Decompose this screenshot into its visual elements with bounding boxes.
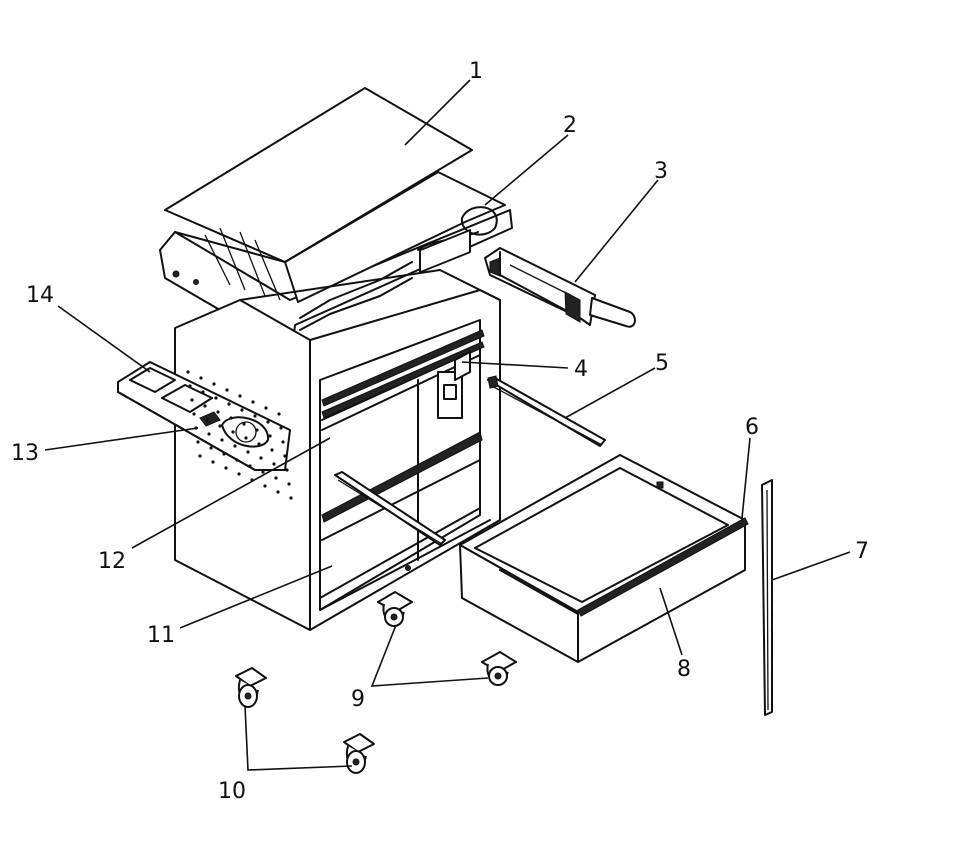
perforation-dot bbox=[203, 404, 207, 408]
perforation-dot bbox=[285, 468, 289, 472]
leader-13 bbox=[44, 427, 199, 451]
callout-5: 5 bbox=[655, 351, 669, 376]
perforation-dot bbox=[263, 484, 267, 488]
perforation-dot bbox=[261, 470, 265, 474]
callout-7: 7 bbox=[855, 539, 869, 564]
perforation-dot bbox=[196, 440, 200, 444]
part-8-drawer bbox=[459, 454, 749, 663]
leader-9 bbox=[370, 624, 489, 687]
perforation-dot bbox=[186, 370, 190, 374]
perforation-dot bbox=[233, 444, 237, 448]
perforation-dot bbox=[216, 410, 220, 414]
perforation-dot bbox=[198, 454, 202, 458]
perforation-dot bbox=[224, 466, 228, 470]
leader-2 bbox=[484, 134, 569, 206]
callout-6: 6 bbox=[745, 415, 759, 440]
perforation-dot bbox=[240, 408, 244, 412]
leader-5 bbox=[564, 367, 656, 419]
perforation-dot bbox=[277, 412, 281, 416]
leader-3 bbox=[574, 179, 659, 283]
callout-11: 11 bbox=[147, 623, 175, 648]
perforation-dot bbox=[251, 400, 255, 404]
perforation-dot bbox=[259, 456, 263, 460]
perforation-dot bbox=[264, 406, 268, 410]
callout-1: 1 bbox=[469, 59, 483, 84]
perforation-dot bbox=[279, 426, 283, 430]
perforation-dot bbox=[188, 384, 192, 388]
perforation-dot bbox=[246, 450, 250, 454]
leader-4 bbox=[461, 361, 569, 369]
perforation-dot bbox=[229, 416, 233, 420]
callout-9: 9 bbox=[351, 687, 365, 712]
part-9-caster-a bbox=[377, 591, 413, 627]
perforation-dot bbox=[209, 446, 213, 450]
perforation-dot bbox=[238, 394, 242, 398]
perforation-dot bbox=[266, 420, 270, 424]
part-5-drawer-slide bbox=[487, 375, 606, 447]
part-12-internal-rails bbox=[321, 431, 483, 546]
callout-10: 10 bbox=[218, 779, 246, 804]
leader-10 bbox=[244, 705, 353, 771]
leader-1 bbox=[404, 79, 471, 146]
part-10-caster-b bbox=[343, 733, 375, 774]
perforation-dot bbox=[242, 422, 246, 426]
perforation-dot bbox=[218, 424, 222, 428]
callout-14: 14 bbox=[26, 283, 54, 308]
leader-12 bbox=[131, 437, 331, 549]
leader-14 bbox=[57, 305, 151, 373]
perforation-dot bbox=[220, 438, 224, 442]
perforation-dot bbox=[255, 428, 259, 432]
callout-13: 13 bbox=[11, 441, 39, 466]
part-13-tray-dots bbox=[186, 370, 293, 500]
leader-lines bbox=[44, 79, 851, 771]
leader-6 bbox=[741, 437, 751, 519]
leader-7 bbox=[771, 551, 851, 581]
perforation-dot bbox=[235, 458, 239, 462]
perforation-dot bbox=[201, 390, 205, 394]
perforation-dot bbox=[225, 388, 229, 392]
perforation-dot bbox=[276, 490, 280, 494]
leader-11 bbox=[179, 565, 333, 629]
part-7-trim-strip bbox=[761, 479, 773, 716]
perforation-dot bbox=[268, 434, 272, 438]
perforation-dot bbox=[190, 398, 194, 402]
perforation-dot bbox=[248, 464, 252, 468]
perforation-dot bbox=[283, 454, 287, 458]
perforation-dot bbox=[227, 402, 231, 406]
callout-3: 3 bbox=[654, 159, 668, 184]
part-9-caster-b bbox=[481, 651, 517, 686]
perforation-dot bbox=[272, 462, 276, 466]
part-3-side-handle bbox=[484, 247, 636, 328]
perforation-dot bbox=[289, 496, 293, 500]
callout-2: 2 bbox=[563, 113, 577, 138]
perforation-dot bbox=[211, 460, 215, 464]
perforation-dot bbox=[199, 376, 203, 380]
perforation-dot bbox=[274, 476, 278, 480]
perforation-dot bbox=[207, 432, 211, 436]
perforation-dot bbox=[244, 436, 248, 440]
perforation-dot bbox=[237, 472, 241, 476]
perforation-dot bbox=[253, 414, 257, 418]
perforation-dot bbox=[281, 440, 285, 444]
perforation-dot bbox=[192, 412, 196, 416]
perforation-dot bbox=[287, 482, 291, 486]
callout-labels: 1 2 3 4 5 6 7 8 9 10 11 12 13 14 bbox=[11, 59, 869, 804]
perforation-dot bbox=[214, 396, 218, 400]
part-4-upper-rail bbox=[321, 329, 485, 419]
perforation-dot bbox=[270, 448, 274, 452]
perforation-dot bbox=[222, 452, 226, 456]
perforation-dot bbox=[212, 382, 216, 386]
part-10-caster-a bbox=[235, 667, 267, 708]
callout-12: 12 bbox=[98, 549, 126, 574]
perforation-dot bbox=[257, 442, 261, 446]
part-14-side-tray bbox=[117, 361, 291, 471]
perforation-dot bbox=[231, 430, 235, 434]
callout-8: 8 bbox=[677, 657, 691, 682]
perforation-dot bbox=[205, 418, 209, 422]
leader-8 bbox=[659, 587, 683, 656]
callout-4: 4 bbox=[574, 357, 588, 382]
